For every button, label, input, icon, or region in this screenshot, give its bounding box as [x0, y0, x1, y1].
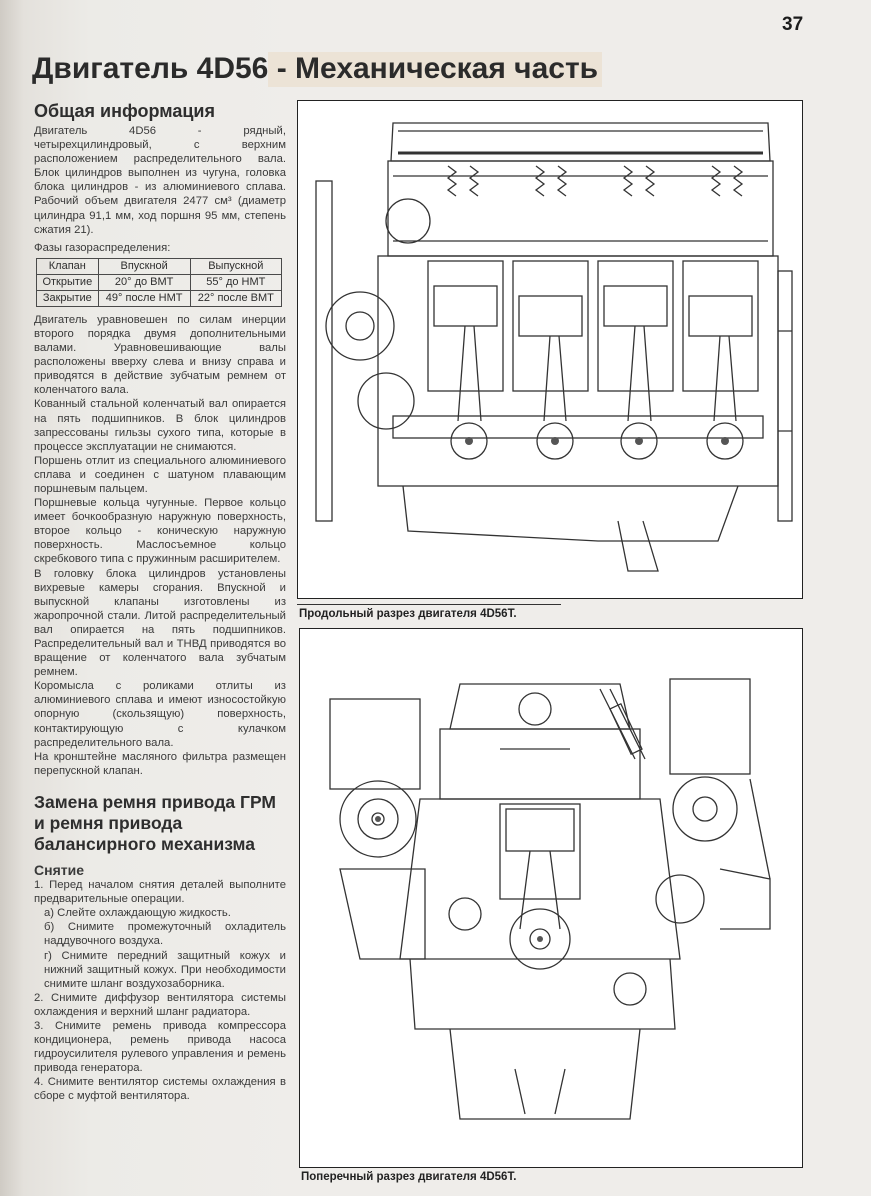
- table-row: Закрытие 49° после НМТ 22° после ВМТ: [36, 289, 283, 307]
- title-part-engine: Двигатель 4D56: [32, 52, 269, 85]
- table-header-row: Клапан Впускной Выпускной: [36, 257, 283, 275]
- transverse-engine-drawing: [329, 678, 771, 1120]
- longitudinal-engine-drawing: [315, 122, 793, 572]
- step-item: 4. Снимите вентилятор системы охлаждения…: [34, 1076, 286, 1103]
- body-paragraph: Поршневые кольца чугунные. Первое кольцо…: [34, 497, 286, 566]
- body-paragraph: Кованный стальной коленчатый вал опирает…: [34, 398, 286, 453]
- table-header: Клапан: [36, 257, 99, 275]
- title-part-mechanical: - Механическая часть: [268, 52, 603, 87]
- longitudinal-caption: Продольный разрез двигателя 4D56T.: [299, 608, 517, 620]
- step-item: 3. Снимите ремень привода компрессора ко…: [34, 1019, 286, 1075]
- removal-subheading: Снятие: [34, 861, 84, 878]
- transverse-section-figure: [299, 628, 803, 1168]
- step-item: 1. Перед началом снятия деталей выполнит…: [34, 879, 286, 906]
- text-column: Общая информация Двигатель 4D56 - рядный…: [34, 100, 286, 1104]
- page-title: Двигатель 4D56 - Механическая часть: [32, 52, 603, 87]
- valve-timing-label: Фазы газораспределения:: [34, 241, 171, 254]
- step-item: 2. Снимите диффузор вентилятора системы …: [34, 991, 286, 1018]
- table-cell: Закрытие: [36, 289, 99, 307]
- step-item: г) Снимите передний защитный кожух и ниж…: [44, 949, 286, 990]
- belt-replacement-heading: Замена ремня привода ГРМ и ремня привода…: [34, 791, 276, 854]
- longitudinal-section-figure: [297, 100, 803, 599]
- table-cell: 22° после ВМТ: [189, 289, 283, 307]
- table-cell: 55° до НМТ: [189, 273, 283, 291]
- body-paragraph: В головку блока цилиндров установлены ви…: [34, 567, 286, 679]
- table-header: Впускной: [97, 257, 191, 275]
- valve-timing-table: Клапан Впускной Выпускной Открытие 20° д…: [36, 257, 283, 307]
- caption-rule: [297, 604, 561, 605]
- table-header: Выпускной: [189, 257, 283, 275]
- body-paragraph: Двигатель уравновешен по силам инерции в…: [34, 313, 286, 397]
- step-item: а) Слейте охлаждающую жидкость.: [44, 907, 231, 920]
- intro-paragraph: Двигатель 4D56 - рядный, четырехцилиндро…: [34, 125, 286, 236]
- table-cell: 49° после НМТ: [97, 289, 191, 307]
- body-paragraph: На кронштейне масляного фильтра размещен…: [34, 750, 286, 777]
- transverse-caption: Поперечный разрез двигателя 4D56T.: [301, 1171, 517, 1183]
- table-cell: 20° до ВМТ: [97, 273, 191, 291]
- page-shadow: [0, 0, 300, 1196]
- step-item: б) Снимите промежуточный охладитель надд…: [44, 921, 286, 948]
- page-number: 37: [782, 14, 804, 35]
- table-cell: Открытие: [36, 273, 99, 291]
- body-paragraph: Поршень отлит из специального алюминиево…: [34, 454, 286, 495]
- table-row: Открытие 20° до ВМТ 55° до НМТ: [36, 273, 283, 291]
- general-info-heading: Общая информация: [34, 101, 215, 121]
- body-paragraph: Коромысла с роликами отлиты из алюминиев…: [34, 680, 286, 749]
